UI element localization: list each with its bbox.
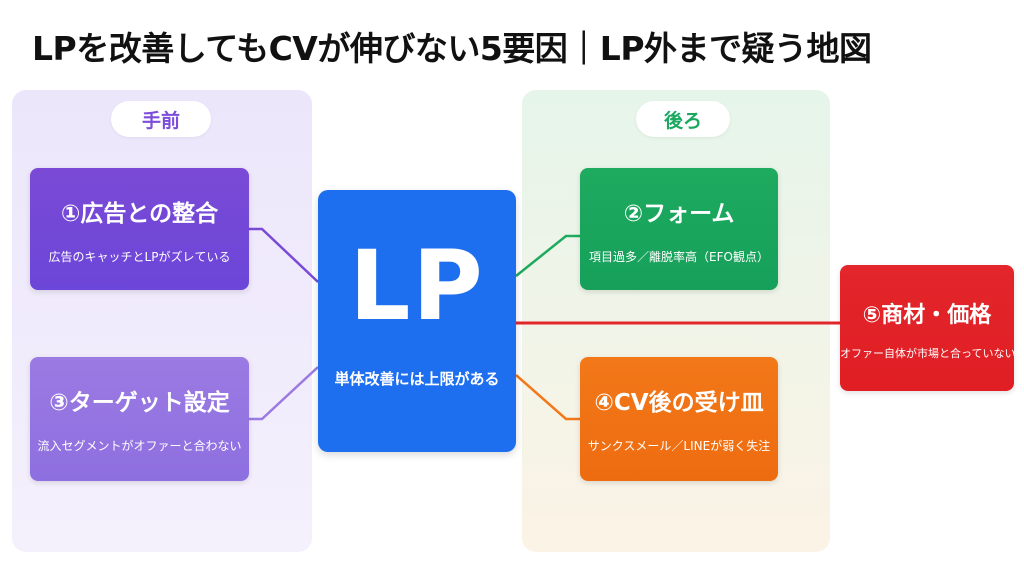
factor-2-desc: 項目過多／離脱率高（EFO観点） bbox=[589, 250, 769, 264]
zone-label-back: 後ろ bbox=[636, 101, 730, 137]
link-factor-4 bbox=[515, 374, 580, 421]
center-lp-box: LP 単体改善には上限がある bbox=[318, 190, 516, 452]
factor-1-title: ①広告との整合 bbox=[60, 201, 219, 227]
factor-3-desc: 流入セグメントがオファーと合わない bbox=[37, 439, 242, 453]
factor-card-4: ④CV後の受け皿 サンクスメール／LINEが弱く失注 bbox=[580, 357, 778, 481]
center-lp-note: 単体改善には上限がある bbox=[334, 370, 500, 388]
factor-1-desc: 広告のキャッチとLPがズレている bbox=[48, 250, 231, 264]
factor-card-2: ②フォーム 項目過多／離脱率高（EFO観点） bbox=[580, 168, 778, 290]
link-factor-1 bbox=[249, 227, 319, 283]
link-factor-2 bbox=[515, 234, 580, 277]
factor-2-title: ②フォーム bbox=[623, 201, 735, 227]
factor-5-desc: オファー自体が市場と合っていない bbox=[840, 347, 1016, 360]
factor-3-title: ③ターゲット設定 bbox=[49, 390, 230, 416]
factor-card-1: ①広告との整合 広告のキャッチとLPがズレている bbox=[30, 168, 249, 290]
link-factor-3 bbox=[249, 366, 319, 421]
factor-4-title: ④CV後の受け皿 bbox=[594, 390, 764, 416]
factor-card-3: ③ターゲット設定 流入セグメントがオファーと合わない bbox=[30, 357, 249, 481]
zone-label-front: 手前 bbox=[111, 101, 211, 137]
factor-4-desc: サンクスメール／LINEが弱く失注 bbox=[587, 439, 771, 453]
center-lp-label: LP bbox=[349, 230, 485, 342]
diagram-title: LPを改善してもCVが伸びない5要因｜LP外まで疑う地図 bbox=[32, 29, 872, 68]
factor-5-title: ⑤商材・価格 bbox=[862, 303, 992, 328]
factor-card-5: ⑤商材・価格 オファー自体が市場と合っていない bbox=[840, 265, 1016, 391]
